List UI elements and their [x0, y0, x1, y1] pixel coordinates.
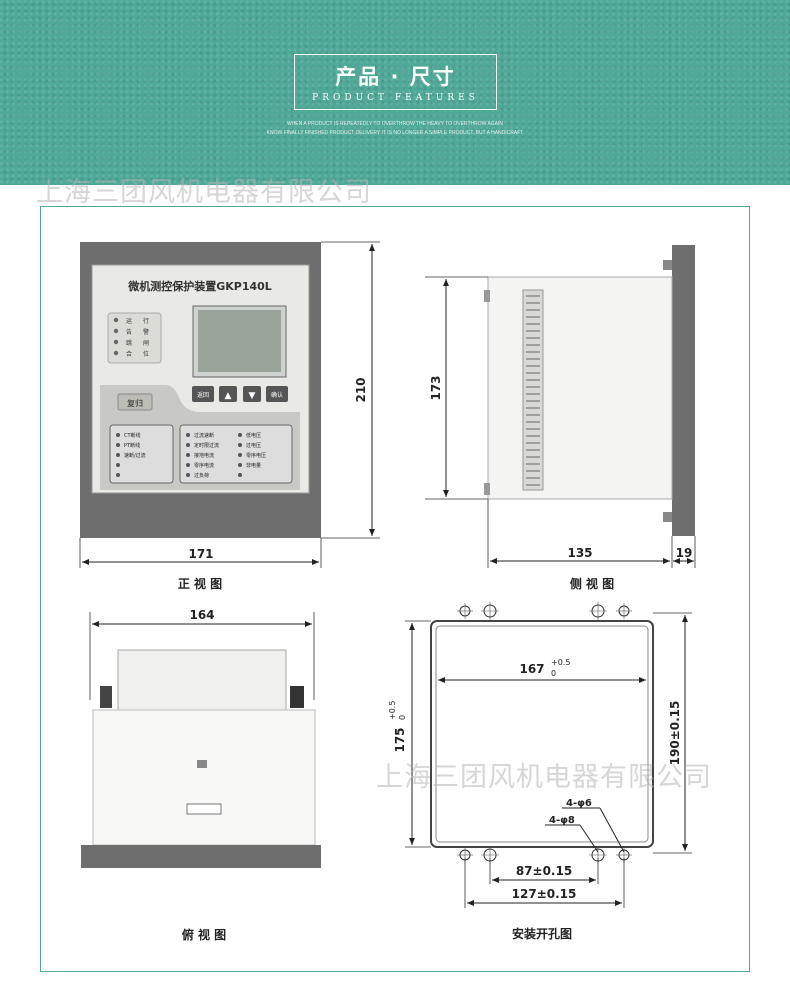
led-indicator — [238, 453, 242, 457]
led-label: 零序电压 — [246, 452, 266, 459]
front-width-label: 171 — [188, 547, 213, 561]
led-indicator — [186, 453, 190, 457]
led-indicator — [116, 443, 120, 447]
title-cn: 产品 · 尺寸 — [335, 65, 456, 89]
cut-width-tol: +0.5 — [551, 658, 570, 667]
led-block-right — [179, 424, 293, 484]
cutout-outer — [430, 620, 654, 848]
side-height-label: 173 — [429, 375, 443, 400]
side-flange-label: 19 — [676, 546, 693, 560]
led-label: PT断线 — [124, 442, 140, 449]
led-indicator — [186, 463, 190, 467]
top-caption: 俯 视 图 — [182, 927, 226, 942]
key-up[interactable] — [219, 386, 237, 402]
pitch1-label: 87±0.15 — [516, 864, 572, 878]
led-label: 运 — [126, 317, 132, 325]
drawing-frame — [40, 206, 750, 972]
cut-height-label: 175 — [393, 727, 407, 752]
top-view: 164 俯 视 图 — [81, 608, 321, 942]
led-label: 过负荷 — [194, 472, 209, 479]
key-down[interactable] — [243, 386, 261, 402]
key-down-label: ▼ — [249, 391, 256, 401]
led-indicator — [186, 433, 190, 437]
key-menu-label: 确认 — [271, 391, 283, 399]
led-label: 接地电流 — [194, 452, 214, 459]
side-caption: 侧 视 图 — [570, 576, 614, 591]
led-label: 跳 — [126, 339, 132, 347]
front-height-label: 210 — [354, 377, 368, 402]
side-depth-label: 135 — [567, 546, 592, 560]
top-connector-box — [117, 649, 287, 711]
led-indicator — [113, 317, 119, 323]
led-indicator — [116, 453, 120, 457]
led-indicator — [186, 473, 190, 477]
lcd-screen — [198, 310, 281, 372]
led-label: 警 — [143, 328, 149, 336]
led-indicator — [113, 339, 119, 345]
key-return-label: 返回 — [197, 392, 209, 399]
side-body — [487, 276, 673, 500]
title-en: PRODUCT FEATURES — [312, 93, 479, 103]
cut-height-tol: +0.5 — [388, 701, 397, 720]
cut-width-tol2: 0 — [551, 669, 556, 678]
led-indicator — [238, 463, 242, 467]
reset-button[interactable] — [117, 393, 153, 411]
cutout-view: 167 +0.5 0 175 +0.5 0 190±0.15 4-φ6 4-φ8… — [388, 602, 692, 941]
led-label: 速断/过流 — [124, 452, 146, 459]
led-label: 非电量 — [246, 462, 261, 469]
led-indicator — [238, 433, 242, 437]
hole-callout-2: 4-φ8 — [549, 815, 575, 826]
led-label: 低电压 — [246, 432, 261, 439]
led-label: 过电压 — [246, 442, 261, 449]
led-indicator — [238, 443, 242, 447]
tagline-2: KNOW FINALLY FINISHED PRODUCT DELIVERY I… — [266, 130, 524, 136]
led-indicator — [238, 473, 242, 477]
led-label: 零序电流 — [194, 462, 214, 469]
header-banner: 产品 · 尺寸 PRODUCT FEATURES WHEN A PRODUCT … — [0, 0, 790, 185]
led-label: 过流速断 — [194, 432, 214, 439]
hole-callout-1: 4-φ6 — [566, 798, 592, 809]
led-indicator — [186, 443, 190, 447]
cut-width-label: 167 — [519, 662, 544, 676]
watermark-top: 上海三团风机电器有限公司 — [36, 177, 372, 208]
key-return[interactable] — [192, 386, 214, 402]
led-indicator — [116, 463, 120, 467]
reset-label: 复归 — [127, 398, 143, 408]
led-label: CT断线 — [124, 432, 141, 439]
led-block-top — [107, 312, 162, 364]
cutout-caption: 安装开孔图 — [512, 926, 572, 941]
cut-height2-label: 190±0.15 — [668, 701, 682, 766]
led-indicator — [113, 350, 119, 356]
top-bezel — [81, 845, 321, 868]
cutout-inner — [435, 625, 649, 843]
tagline-1: WHEN A PRODUCT IS REPEATEDLY TO OVERTHRO… — [286, 121, 504, 127]
top-width-label: 164 — [189, 608, 214, 622]
side-flange — [672, 245, 695, 536]
cut-height-tol2: 0 — [398, 715, 407, 720]
led-indicator — [113, 328, 119, 334]
led-label: 闸 — [143, 339, 149, 347]
side-connector — [522, 289, 544, 491]
led-indicator — [116, 473, 120, 477]
key-menu[interactable] — [266, 386, 288, 402]
pitch2-label: 127±0.15 — [512, 887, 577, 901]
watermark-mid: 上海三团风机电器有限公司 — [376, 762, 712, 793]
led-label: 合 — [126, 350, 132, 358]
led-block-left — [109, 424, 174, 484]
device-name: 微机测控保护装置GKP140L — [127, 279, 272, 293]
led-label: 位 — [143, 350, 149, 358]
key-up-label: ▲ — [225, 391, 232, 401]
side-view: 173 135 19 侧 视 图 — [425, 245, 696, 591]
led-label: 告 — [126, 328, 132, 336]
top-body — [92, 709, 316, 846]
front-caption: 正 视 图 — [178, 576, 222, 591]
front-view: 微机测控保护装置GKP140L 运 行告 警跳 闸合 位 返回 ▲ ▼ 确认 复归 CT… — [79, 241, 380, 591]
title-box: 产品 · 尺寸 PRODUCT FEATURES — [294, 54, 497, 110]
led-indicator — [116, 433, 120, 437]
led-label: 定时限过流 — [194, 442, 219, 449]
led-label: 行 — [143, 317, 149, 325]
